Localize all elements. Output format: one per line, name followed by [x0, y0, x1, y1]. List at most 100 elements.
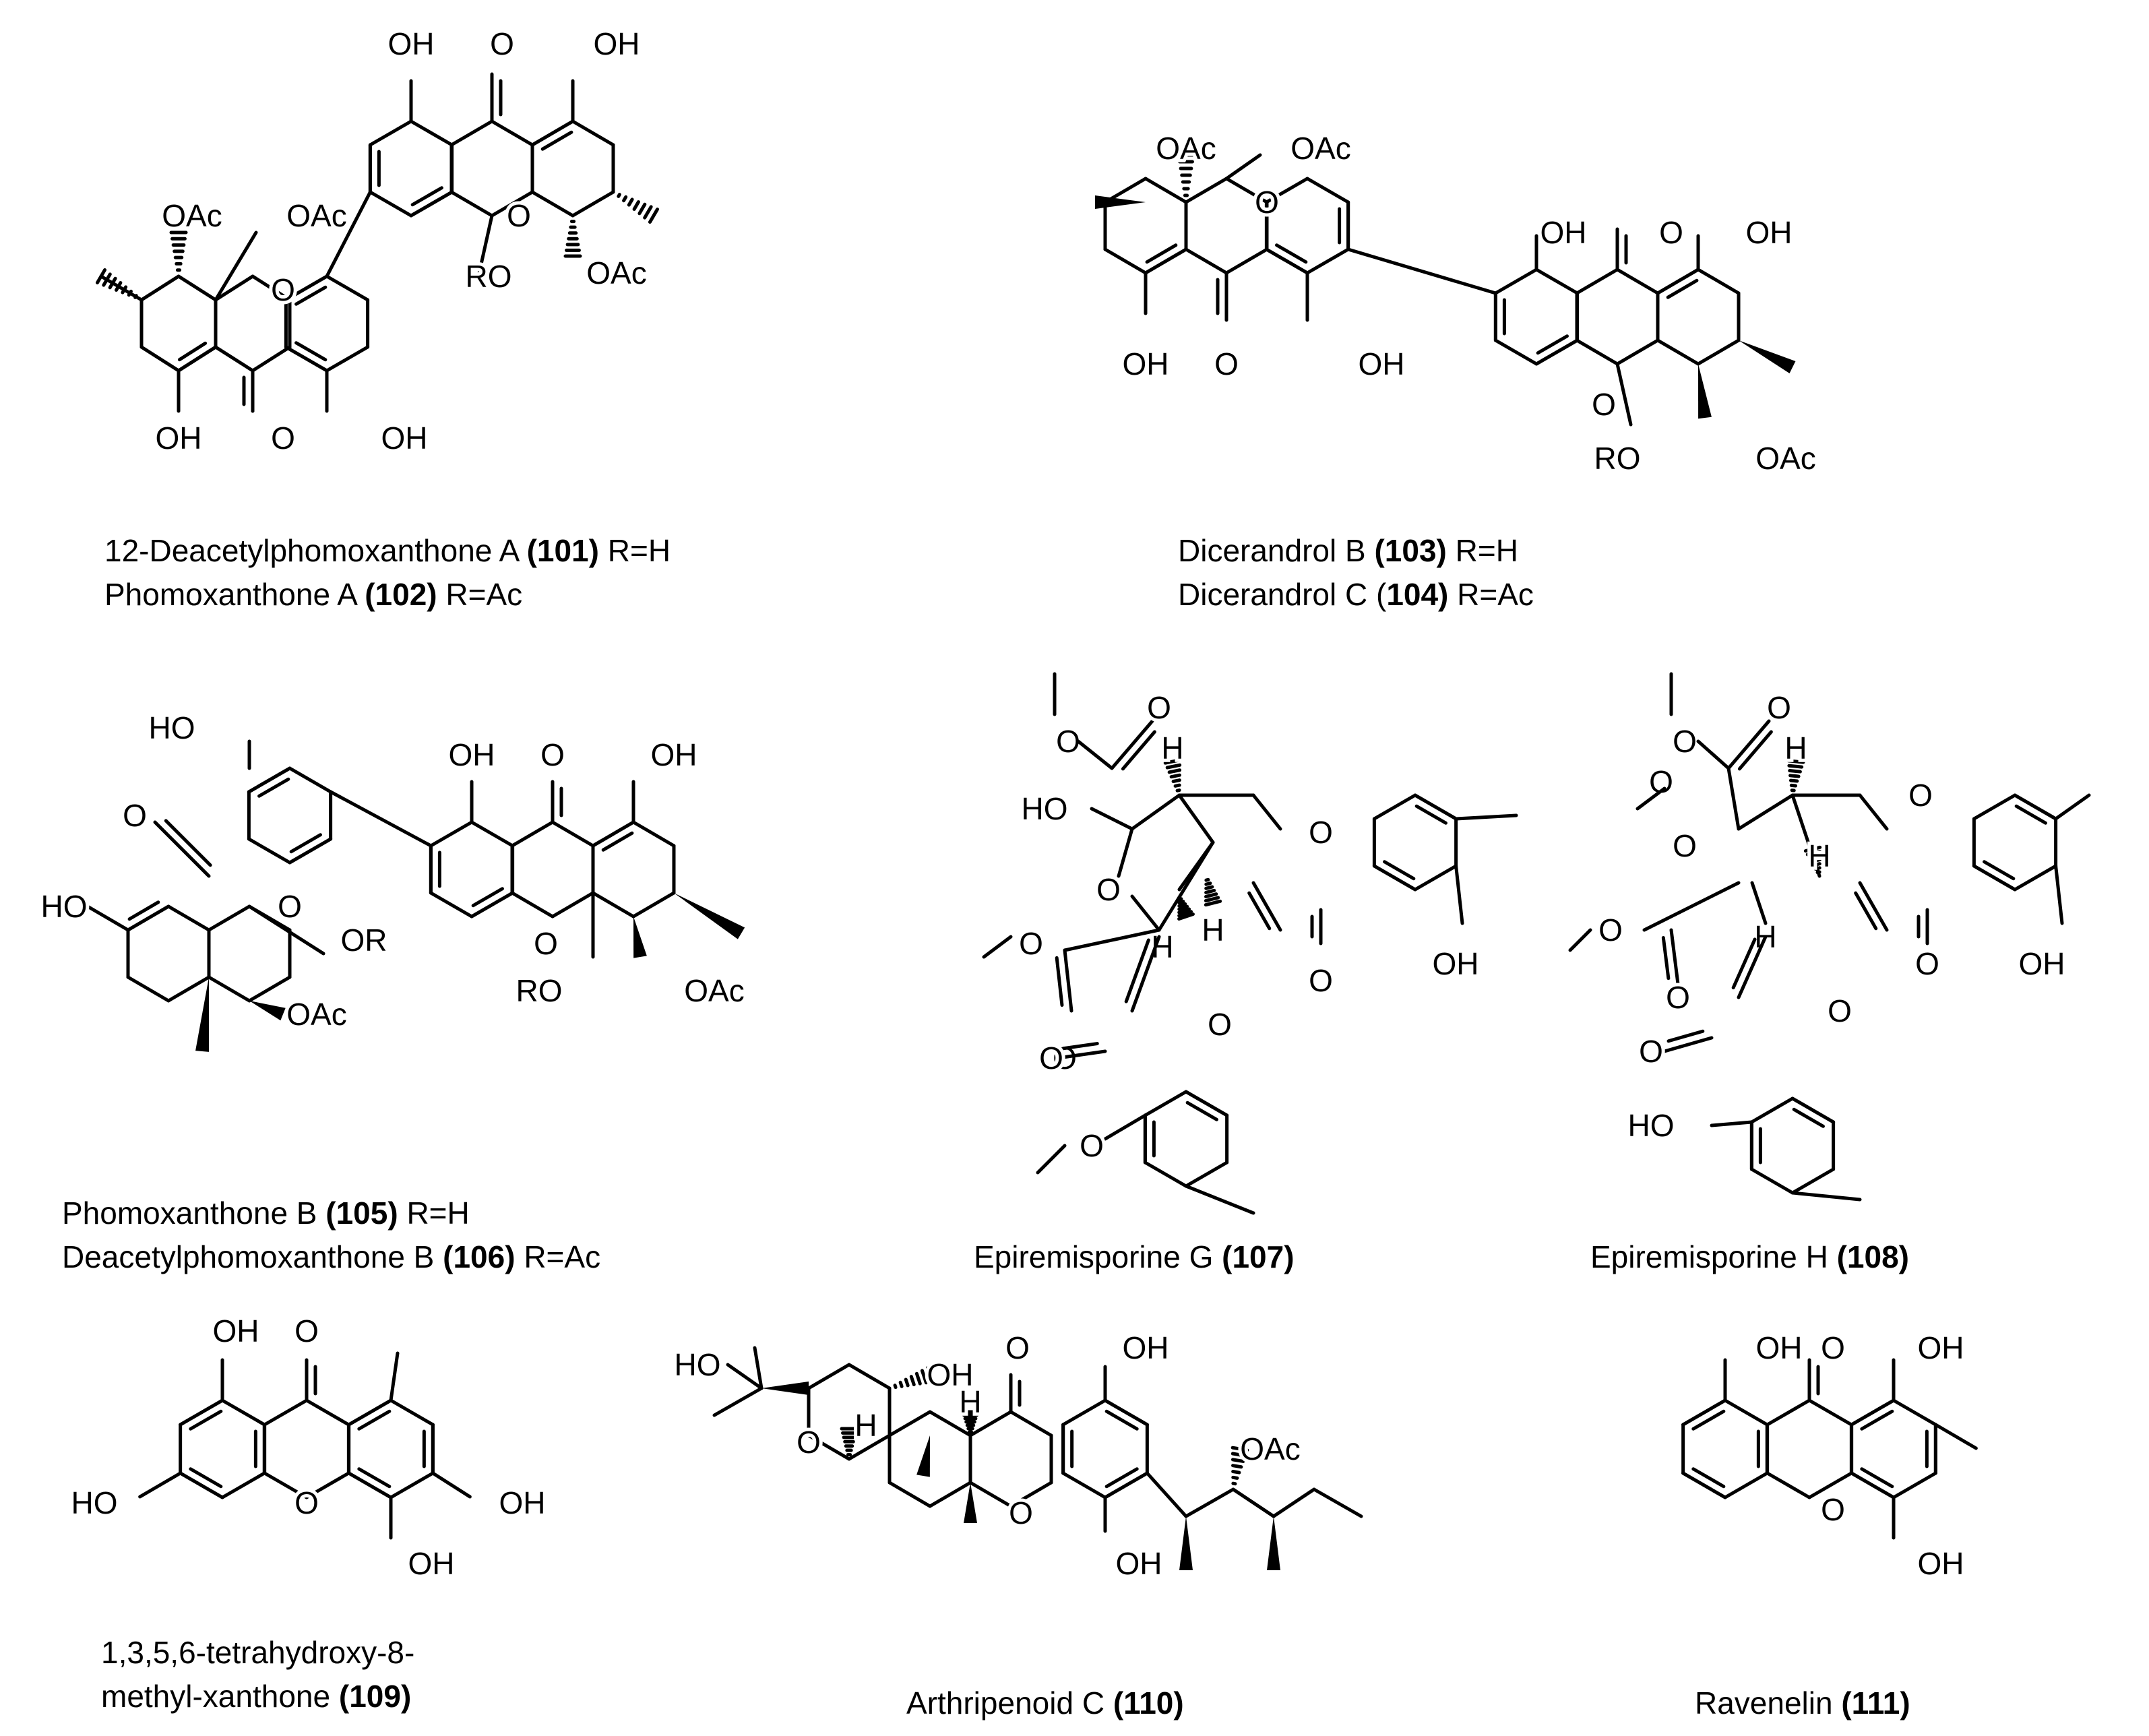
bond: [251, 274, 292, 302]
bond: [632, 200, 640, 211]
bond: [368, 119, 413, 147]
bond: [1892, 1398, 1937, 1427]
bond: [914, 1371, 922, 1386]
bond: [1737, 730, 1773, 771]
atom-label-oh: OH: [594, 26, 640, 61]
bond: [1372, 864, 1417, 892]
bond: [1413, 864, 1458, 892]
bond: [1414, 804, 1447, 825]
atom-label-o: O: [1673, 724, 1697, 759]
bond: [207, 904, 251, 932]
wedge-bond: [195, 977, 209, 1052]
bond: [1177, 793, 1215, 844]
bond: [102, 272, 112, 287]
bond: [1813, 866, 1821, 871]
bond: [893, 1384, 898, 1390]
atom-label-oh: OH: [388, 26, 435, 61]
bond: [1103, 247, 1148, 275]
bond: [1803, 845, 1822, 853]
bond: [1696, 739, 1731, 770]
caption-111: Ravenelin (111): [1695, 1685, 1910, 1720]
bond: [1110, 719, 1154, 770]
bond: [1204, 896, 1220, 903]
atom-label-o: O: [1767, 690, 1791, 725]
wedge-bond: [1698, 364, 1712, 419]
bond: [1173, 783, 1181, 788]
atom-label-h: H: [854, 1408, 877, 1443]
bond: [1009, 1410, 1053, 1437]
caption-109-line1: 1,3,5,6-tetrahydroxy-8-: [101, 1635, 415, 1670]
bond: [1723, 1398, 1769, 1427]
bond: [926, 1366, 934, 1384]
bond: [1231, 1464, 1243, 1469]
bond: [1305, 247, 1350, 275]
bond: [591, 820, 635, 848]
bond: [95, 268, 107, 285]
atom-label-ro: RO: [1594, 441, 1641, 476]
atom-label-o: O: [1009, 1495, 1033, 1530]
bond: [490, 119, 534, 147]
bond: [1681, 1471, 1727, 1499]
bond: [1615, 338, 1660, 366]
bond: [389, 1471, 435, 1499]
bond: [753, 1346, 764, 1390]
bond: [325, 274, 370, 302]
bond: [325, 345, 370, 373]
atom-label-oac: OAc: [1755, 441, 1815, 476]
bond: [166, 975, 211, 1003]
bond: [726, 1363, 764, 1390]
bond: [1165, 763, 1182, 770]
bond: [1076, 739, 1114, 770]
bond: [1145, 1471, 1188, 1518]
atom-label-o: O: [1147, 690, 1171, 725]
bond: [1171, 778, 1181, 783]
bond: [179, 1398, 224, 1427]
bond: [1790, 1191, 1862, 1202]
bond: [1372, 793, 1417, 821]
bond: [1204, 899, 1222, 907]
bond: [389, 1398, 435, 1427]
bond: [1063, 948, 1073, 1013]
bond: [1766, 1398, 1811, 1427]
bond: [115, 281, 123, 292]
bond: [1710, 1120, 1753, 1127]
bond: [551, 891, 595, 919]
bond: [1575, 268, 1619, 295]
bond: [2013, 793, 2058, 821]
bond: [1204, 885, 1214, 890]
bond: [1383, 860, 1416, 881]
atom-label-oh: OH: [1359, 346, 1405, 381]
bond: [601, 831, 634, 852]
bond: [251, 345, 292, 373]
bond: [1534, 268, 1580, 295]
atom-label-o: O: [1214, 346, 1239, 381]
atom-label-o: O: [1255, 185, 1279, 220]
bond: [920, 1369, 928, 1385]
bond: [347, 1471, 393, 1499]
bond: [1892, 1471, 1937, 1499]
bond: [1275, 243, 1308, 264]
bond: [631, 891, 676, 919]
caption-109-line2: methyl-xanthone (109): [101, 1679, 412, 1714]
bond: [263, 1471, 309, 1499]
atom-label-oh: OH: [1918, 1546, 1964, 1581]
bond: [1231, 1458, 1245, 1463]
bond: [1224, 153, 1262, 181]
atom-label-o: O: [1673, 828, 1697, 863]
bond: [1231, 1475, 1239, 1480]
bond: [127, 900, 160, 921]
bond: [1177, 840, 1215, 892]
bond: [1121, 730, 1156, 771]
bond: [1790, 1167, 1836, 1195]
bond: [164, 819, 212, 867]
bond: [1104, 1467, 1139, 1489]
atom-label-oh: OH: [2019, 946, 2065, 981]
bond: [1009, 1481, 1053, 1508]
atom-label-oac: OAc: [286, 198, 346, 233]
bond: [1789, 783, 1798, 788]
bond: [1811, 862, 1821, 867]
atom-label-oh: OH: [213, 1313, 259, 1348]
atom-label-ho: HO: [71, 1485, 118, 1520]
bond: [1860, 1409, 1894, 1431]
